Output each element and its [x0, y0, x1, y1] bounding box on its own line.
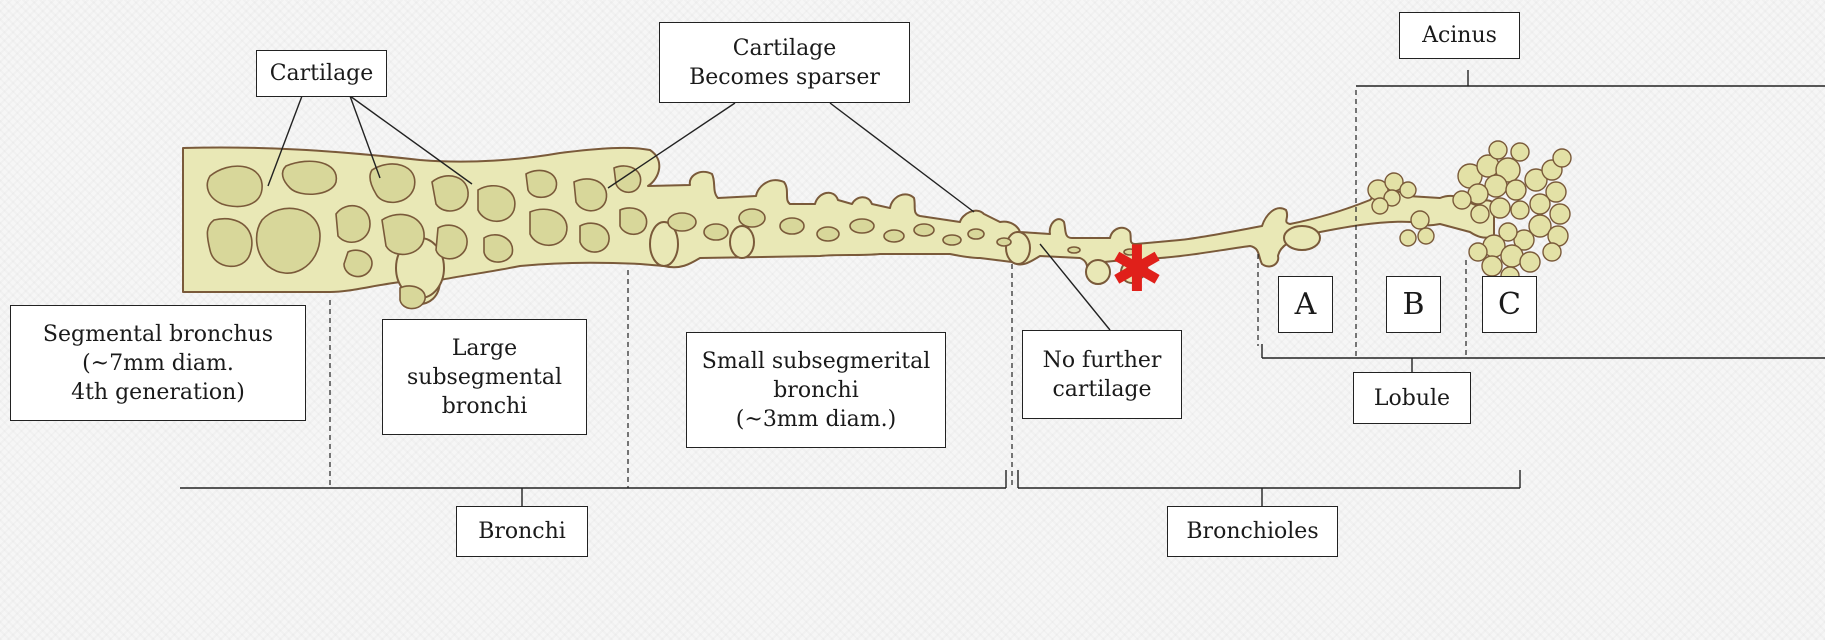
- cartilage-label: Cartilage: [256, 50, 387, 97]
- large-subsegmental-line-3: bronchi: [442, 392, 528, 421]
- side-bud: [1284, 226, 1320, 250]
- large-subsegmental-label: Large subsegmental bronchi: [382, 319, 587, 435]
- large-subsegmental-line-1: Large: [452, 334, 517, 363]
- bronchioles-text: Bronchioles: [1186, 517, 1318, 546]
- cartilage-sparser-line-2: Becomes sparser: [689, 63, 880, 92]
- no-further-line-1: No further: [1043, 346, 1162, 375]
- acinus-text: Acinus: [1422, 21, 1497, 50]
- zone-b-text: B: [1402, 290, 1424, 319]
- leader-line: [608, 103, 735, 188]
- bronchi-text: Bronchi: [478, 517, 566, 546]
- red-asterisk-marker: ✱: [1110, 238, 1164, 302]
- segmental-line-1: Segmental bronchus: [43, 320, 273, 349]
- no-further-cartilage-label: No further cartilage: [1022, 330, 1182, 419]
- zone-a-text: A: [1295, 290, 1317, 319]
- large-subsegmental-line-2: subsegmental: [407, 363, 562, 392]
- zone-c-label: C: [1482, 276, 1537, 333]
- zone-b-label: B: [1386, 276, 1441, 333]
- small-subsegmental-line-2: bronchi: [773, 376, 859, 405]
- cartilage-sparser-line-1: Cartilage: [733, 34, 837, 63]
- small-subsegmental-label: Small subsegmerital bronchi (~3mm diam.): [686, 332, 946, 448]
- lobule-label: Lobule: [1353, 372, 1471, 424]
- side-bud: [1086, 260, 1110, 284]
- lobule-text: Lobule: [1374, 384, 1450, 413]
- zone-a-label: A: [1278, 276, 1333, 333]
- segmental-line-2: (~7mm diam.: [82, 349, 234, 378]
- bronchioles-label: Bronchioles: [1167, 506, 1338, 557]
- bronchi-label: Bronchi: [456, 506, 588, 557]
- cartilage-sparser-label: Cartilage Becomes sparser: [659, 22, 910, 103]
- small-subsegmental-line-1: Small subsegmerital: [702, 347, 930, 376]
- side-bud: [1006, 232, 1030, 264]
- no-further-line-2: cartilage: [1052, 375, 1151, 404]
- side-bud: [730, 226, 754, 258]
- segmental-line-3: 4th generation): [71, 378, 245, 407]
- cartilage-text: Cartilage: [270, 59, 374, 88]
- segmental-bronchus-label: Segmental bronchus (~7mm diam. 4th gener…: [10, 305, 306, 421]
- zone-c-text: C: [1498, 290, 1521, 319]
- small-subsegmental-line-3: (~3mm diam.): [736, 405, 896, 434]
- acinus-label: Acinus: [1399, 12, 1520, 59]
